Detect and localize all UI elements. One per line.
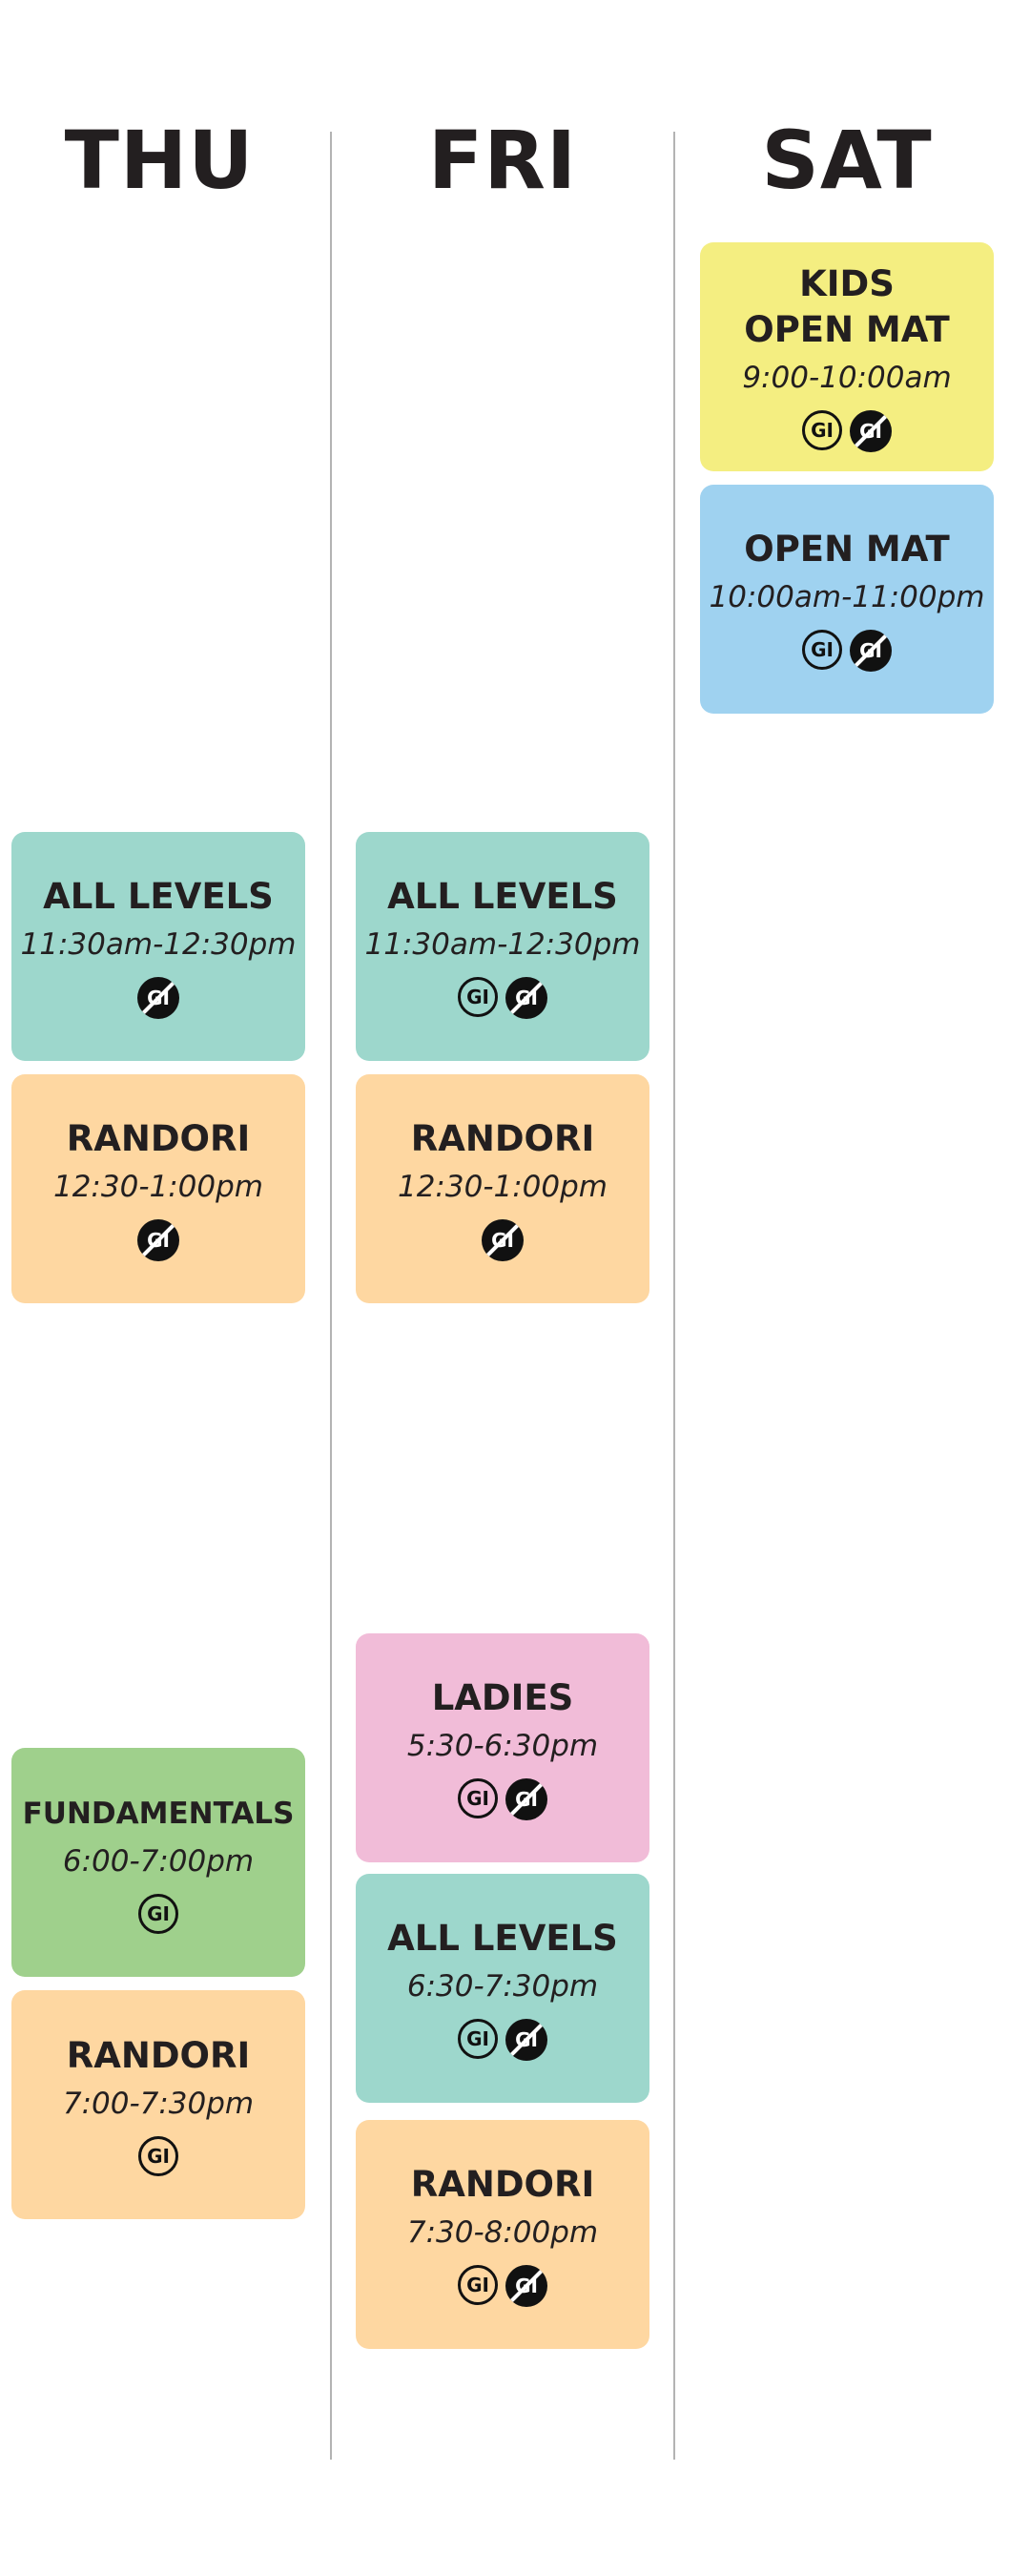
gi-icon: GI [138, 1894, 178, 1934]
no-gi-icon: GI [505, 2265, 547, 2307]
class-title: FUNDAMENTALS [22, 1797, 295, 1831]
class-title: ALL LEVELS [387, 1918, 618, 1959]
class-title: ALL LEVELS [387, 876, 618, 917]
class-icons: GI [138, 2136, 178, 2176]
class-time: 6:30-7:30pm [406, 1969, 599, 2004]
class-icons: GI GI [458, 977, 547, 1019]
class-time: 5:30-6:30pm [406, 1729, 599, 1763]
class-card-randori[interactable]: RANDORI 7:00-7:30pm GI [11, 1990, 305, 2219]
gi-icon: GI [138, 2136, 178, 2176]
class-title: RANDORI [66, 2035, 251, 2076]
class-title: OPEN MAT [744, 529, 950, 570]
gi-icon: GI [802, 410, 842, 450]
class-card-all-levels[interactable]: ALL LEVELS 11:30am-12:30pm GI GI [356, 832, 649, 1061]
class-card-open-mat[interactable]: OPEN MAT 10:00am-11:00pm GI GI [700, 485, 994, 714]
day-header-fri: FRI [427, 114, 578, 207]
class-title: RANDORI [410, 2164, 595, 2205]
class-card-all-levels[interactable]: ALL LEVELS 6:30-7:30pm GI GI [356, 1874, 649, 2103]
class-time: 11:30am-12:30pm [20, 927, 297, 962]
no-gi-icon: GI [137, 1219, 179, 1261]
class-card-randori[interactable]: RANDORI 12:30-1:00pm GI [356, 1074, 649, 1303]
class-time: 6:00-7:00pm [62, 1844, 255, 1879]
class-icons: GI [137, 977, 179, 1019]
class-icons: GI GI [458, 2019, 547, 2061]
class-time: 11:30am-12:30pm [364, 927, 641, 962]
class-icons: GI [482, 1219, 524, 1261]
class-time: 7:00-7:30pm [62, 2087, 255, 2121]
column-divider [330, 132, 332, 2460]
class-time: 9:00-10:00am [742, 361, 952, 395]
class-icons: GI [137, 1219, 179, 1261]
class-icons: GI GI [802, 630, 892, 672]
class-title: LADIES [431, 1677, 574, 1718]
class-card-ladies[interactable]: LADIES 5:30-6:30pm GI GI [356, 1633, 649, 1862]
no-gi-icon: GI [505, 977, 547, 1019]
gi-icon: GI [458, 1778, 498, 1818]
column-divider [673, 132, 675, 2460]
no-gi-icon: GI [850, 410, 892, 452]
class-title: RANDORI [410, 1118, 595, 1159]
no-gi-icon: GI [505, 2019, 547, 2061]
class-time: 12:30-1:00pm [397, 1170, 608, 1204]
day-header-sat: SAT [761, 114, 933, 207]
class-time: 10:00am-11:00pm [709, 580, 985, 614]
class-title: KIDS OPEN MAT [744, 263, 950, 350]
class-card-randori[interactable]: RANDORI 7:30-8:00pm GI GI [356, 2120, 649, 2349]
class-title: RANDORI [66, 1118, 251, 1159]
day-header-thu: THU [64, 114, 255, 207]
no-gi-icon: GI [482, 1219, 524, 1261]
class-card-kids-open-mat[interactable]: KIDS OPEN MAT 9:00-10:00am GI GI [700, 242, 994, 471]
class-time: 12:30-1:00pm [52, 1170, 263, 1204]
no-gi-icon: GI [137, 977, 179, 1019]
class-icons: GI GI [458, 1778, 547, 1820]
gi-icon: GI [458, 2265, 498, 2305]
class-card-fundamentals[interactable]: FUNDAMENTALS 6:00-7:00pm GI [11, 1748, 305, 1977]
no-gi-icon: GI [850, 630, 892, 672]
class-time: 7:30-8:00pm [406, 2215, 599, 2250]
class-icons: GI GI [458, 2265, 547, 2307]
class-title: ALL LEVELS [43, 876, 274, 917]
gi-icon: GI [802, 630, 842, 670]
class-card-randori[interactable]: RANDORI 12:30-1:00pm GI [11, 1074, 305, 1303]
class-card-all-levels[interactable]: ALL LEVELS 11:30am-12:30pm GI [11, 832, 305, 1061]
gi-icon: GI [458, 977, 498, 1017]
class-icons: GI [138, 1894, 178, 1934]
gi-icon: GI [458, 2019, 498, 2059]
class-icons: GI GI [802, 410, 892, 452]
no-gi-icon: GI [505, 1778, 547, 1820]
